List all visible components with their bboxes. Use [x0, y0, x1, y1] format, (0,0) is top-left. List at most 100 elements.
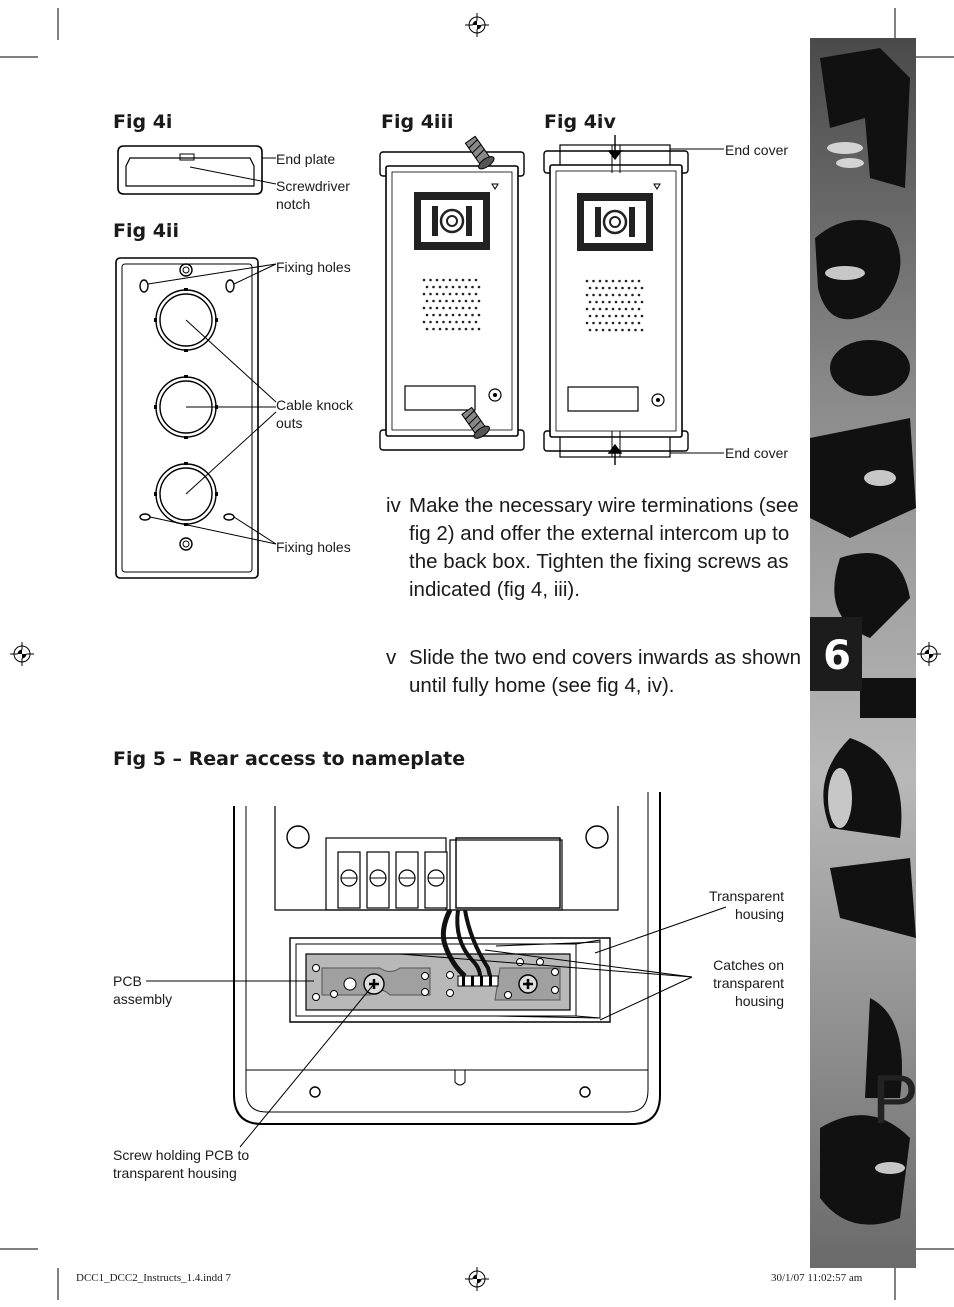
instruction-marker: iv [386, 494, 401, 517]
speaker-grille-dot [477, 299, 481, 303]
speaker-grille-dot [435, 292, 439, 296]
speaker-grille-dot [448, 306, 452, 310]
speaker-grille-dot [640, 286, 644, 290]
fig5-title: Fig 5 – Rear access to nameplate [113, 748, 466, 770]
registration-mark-icon [10, 642, 34, 666]
speaker-grille-dot [455, 306, 458, 310]
catches-label-2: transparent [713, 975, 784, 991]
instruction-line: fig 2) and offer the external intercom u… [409, 522, 790, 545]
speaker-grille-dot [464, 327, 468, 331]
speaker-grille-dot [588, 300, 592, 304]
instruction-line: Make the necessary wire terminations (se… [409, 494, 799, 517]
pcb-assembly-label-2: assembly [113, 991, 173, 1007]
speaker-grille-dot [445, 299, 448, 303]
speaker-grille-dot [464, 285, 468, 289]
registration-mark-icon [465, 13, 489, 37]
speaker-grille-dot [477, 285, 481, 289]
transparent-housing-label-2: housing [734, 906, 784, 922]
speaker-grille-dot [588, 314, 592, 318]
speaker-grille-dot [471, 327, 474, 331]
speaker-grille-dot [458, 299, 461, 303]
speaker-grille-dot [474, 292, 478, 296]
speaker-grille-dot [598, 279, 602, 283]
speaker-grille-dot [429, 320, 432, 324]
speaker-grille-dot [611, 279, 615, 283]
speaker-grille-dot [425, 299, 429, 303]
speaker-grille-dot [631, 307, 634, 311]
speaker-grille-dot [637, 321, 641, 325]
speaker-grille-dot [634, 314, 637, 318]
speaker-grille-dot [438, 313, 442, 317]
speaker-grille-dot [464, 313, 468, 317]
fig4iii-title: Fig 4iii [381, 111, 454, 133]
speaker-grille-dot [458, 327, 461, 331]
speaker-grille-dot [422, 306, 426, 310]
fig5-rear-access-drawing [146, 792, 727, 1148]
registration-mark-icon [917, 642, 941, 666]
speaker-grille-dot [634, 286, 637, 290]
speaker-grille-dot [461, 320, 465, 324]
speaker-grille-dot [451, 313, 455, 317]
speaker-grille-dot [474, 320, 478, 324]
speaker-grille-dot [422, 320, 426, 324]
side-decoration: Pro [810, 38, 916, 1268]
speaker-grille-dot [468, 278, 471, 282]
speaker-grille-dot [445, 285, 448, 289]
speaker-grille-dot [585, 279, 589, 283]
speaker-grille-dot [614, 328, 618, 332]
end-cover-bottom-label: End cover [725, 445, 789, 461]
speaker-grille-dot [614, 300, 618, 304]
fig4iii-intercom-drawing [379, 135, 525, 451]
speaker-grille-dot [585, 307, 589, 311]
speaker-grille-dot [624, 307, 628, 311]
speaker-grille-dot [471, 285, 474, 289]
instruction-line: Slide the two end covers inwards as show… [409, 646, 801, 669]
speaker-grille-dot [435, 320, 439, 324]
speaker-grille-dot [432, 327, 435, 331]
speaker-grille-dot [608, 300, 611, 304]
end-plate-label: End plate [276, 151, 336, 167]
speaker-grille-dot [637, 279, 641, 283]
speaker-grille-dot [595, 286, 598, 290]
speaker-grille-dot [588, 286, 592, 290]
instruction-line: until fully home (see fig 4, iv). [409, 674, 675, 697]
speaker-grille-dot [438, 285, 442, 289]
speaker-grille-dot [601, 328, 605, 332]
speaker-grille-dot [448, 278, 452, 282]
speaker-grille-dot [422, 292, 426, 296]
speaker-grille-dot [432, 313, 435, 317]
screwdriver-notch-label-2: notch [276, 196, 311, 212]
speaker-grille-dot [425, 285, 429, 289]
speaker-grille-dot [598, 307, 602, 311]
pcb-assembly-label-1: PCB [113, 973, 142, 989]
speaker-grille-dot [621, 314, 624, 318]
speaker-grille-dot [461, 292, 465, 296]
speaker-grille-dot [605, 293, 608, 297]
catches-label-3: housing [734, 993, 784, 1009]
speaker-grille-dot [425, 313, 429, 317]
speaker-grille-dot [429, 292, 432, 296]
speaker-grille-dot [474, 306, 478, 310]
speaker-grille-dot [422, 278, 426, 282]
footer-file-name: DCC1_DCC2_Instructs_1.4.indd 7 [76, 1272, 231, 1284]
fig4ii-title: Fig 4ii [113, 220, 179, 242]
speaker-grille-dot [471, 299, 474, 303]
speaker-grille-dot [627, 328, 631, 332]
fig4ii-back-box-drawing [115, 257, 277, 579]
speaker-grille-dot [458, 313, 461, 317]
fig4i-title: Fig 4i [113, 111, 173, 133]
speaker-grille-dot [605, 307, 608, 311]
speaker-grille-dot [640, 300, 644, 304]
speaker-grille-dot [435, 306, 439, 310]
speaker-grille-dot [448, 320, 452, 324]
speaker-grille-dot [601, 314, 605, 318]
fig4iv-intercom-drawing [543, 135, 724, 465]
speaker-grille-dot [618, 279, 621, 283]
instruction-line: the back box. Tighten the fixing screws … [409, 550, 789, 573]
speaker-grille-dot [634, 300, 637, 304]
speaker-grille-dot [585, 321, 589, 325]
speaker-grille-dot [451, 285, 455, 289]
speaker-grille-dot [592, 279, 595, 283]
speaker-grille-dot [477, 313, 481, 317]
speaker-grille-dot [595, 328, 598, 332]
